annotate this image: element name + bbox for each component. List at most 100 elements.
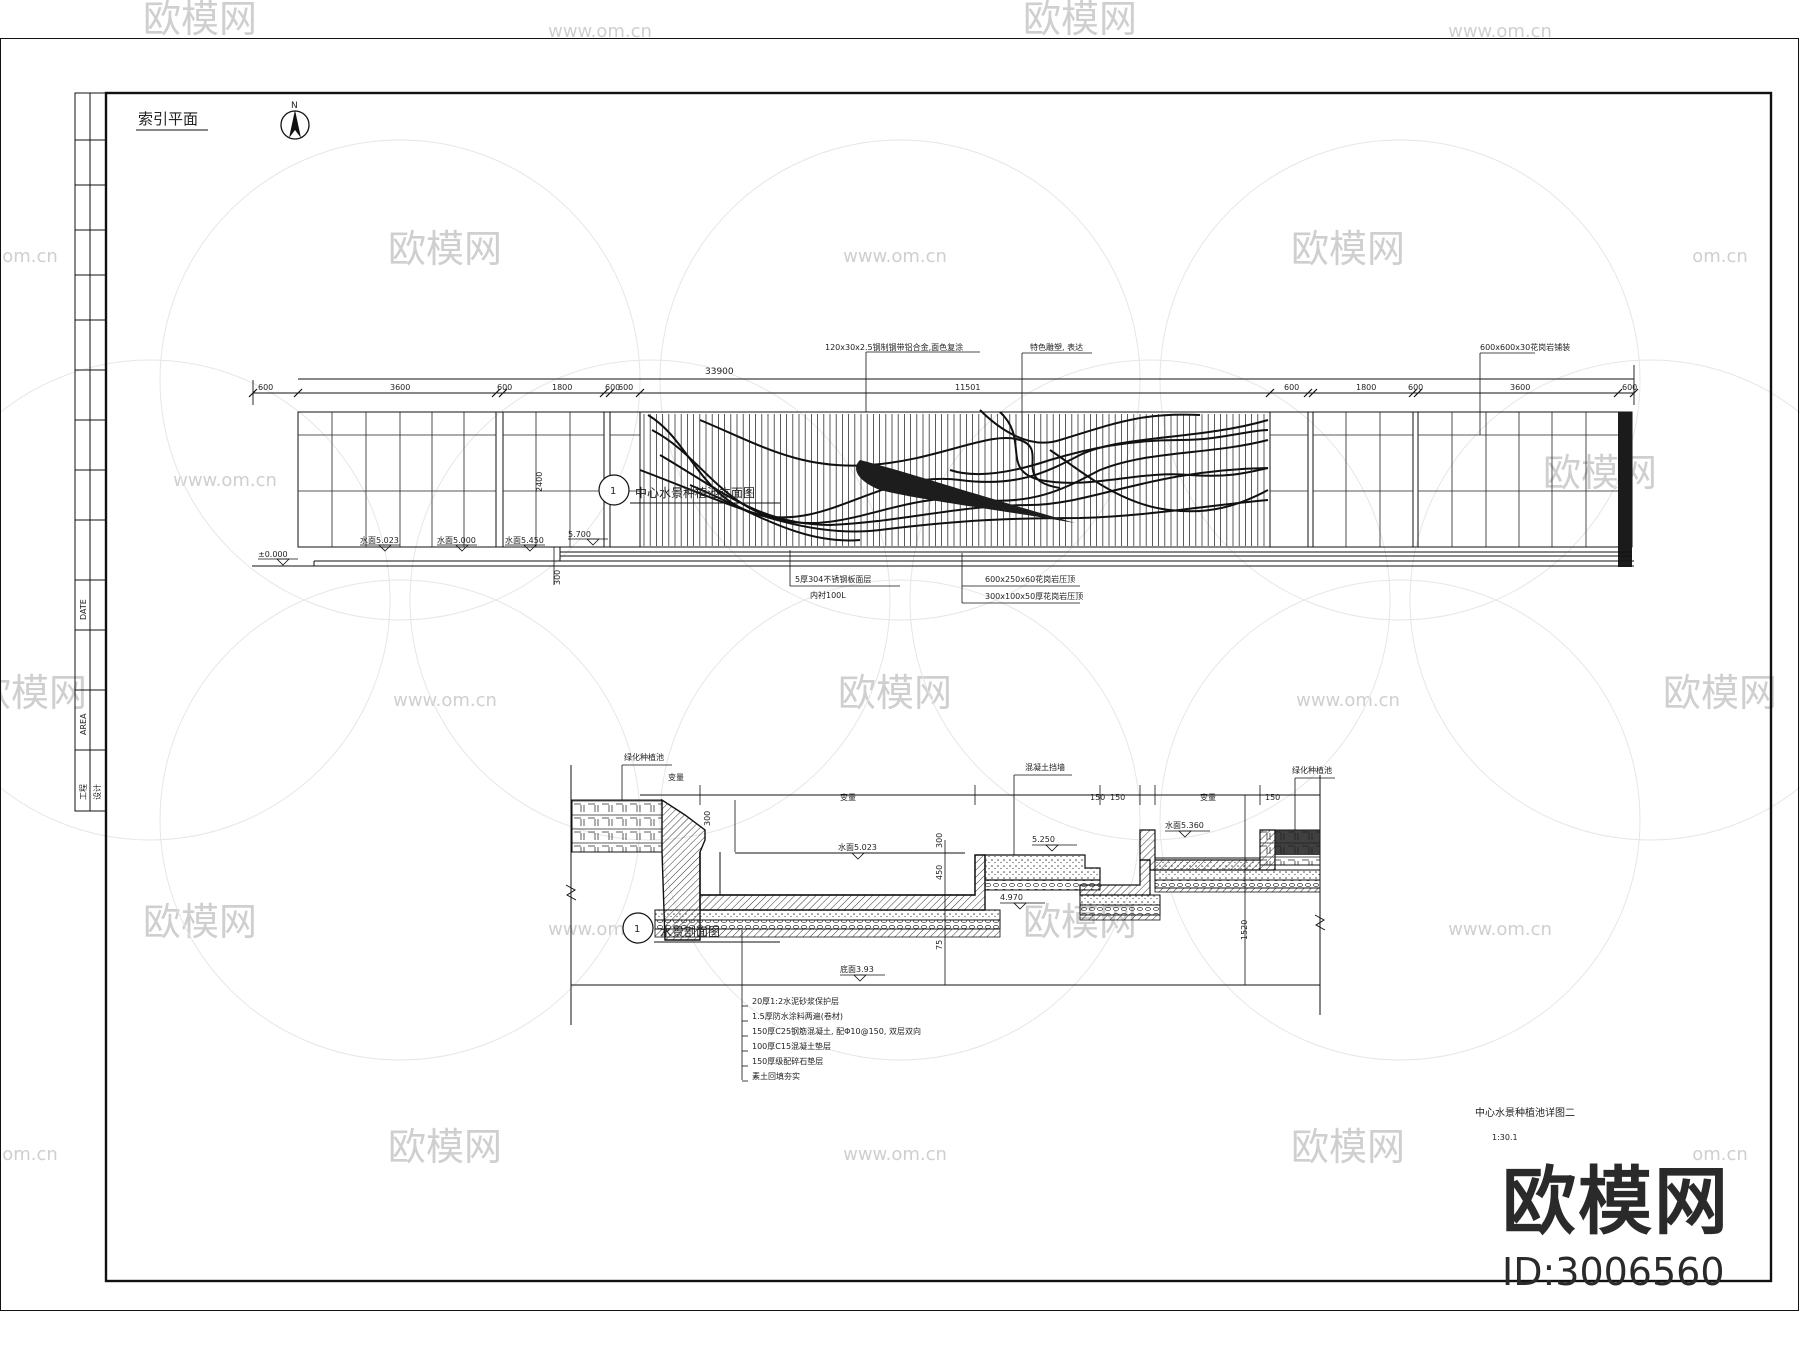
dimension-label: 600: [1408, 383, 1423, 392]
section-callout-title: 水景剖面图: [660, 925, 720, 939]
dimension-label: 600: [1622, 383, 1637, 392]
watermark-brand: 欧模网: [1291, 1125, 1405, 1169]
watermark-url: om.cn: [2, 246, 58, 267]
level-marker: 水面5.023: [360, 535, 400, 552]
section-dim-top: 150: [1265, 793, 1280, 802]
drawing-title: 中心水景种植池详图二: [1475, 1106, 1575, 1119]
section-dim-side: 75: [935, 940, 944, 950]
level-marker: 水面5.000: [437, 535, 477, 552]
watermark-arc: [1159, 139, 1641, 621]
level-marker: 水面5.360: [1165, 820, 1210, 838]
svg-text:水面5.360: 水面5.360: [1165, 820, 1204, 830]
total-dimension: 33900: [705, 367, 734, 377]
svg-text:1: 1: [610, 486, 616, 497]
dimension-label: 600: [605, 383, 620, 392]
small-dimension: 300: [553, 570, 562, 585]
layer-note: 150厚C25钢筋混凝土, 配Φ10@150, 双层双向: [752, 1026, 921, 1036]
dimension-label: 600: [618, 383, 633, 392]
watermark-url: www.om.cn: [1448, 21, 1552, 42]
watermark-brand: 欧模网: [1291, 227, 1405, 271]
watermark-url: www.om.cn: [843, 1144, 947, 1165]
svg-text:±0.000: ±0.000: [258, 550, 288, 559]
section-dim-side: 1520: [1240, 920, 1249, 940]
north-arrow-icon: N: [280, 101, 310, 140]
feature-wall-dark-swoosh: [856, 460, 1075, 523]
watermark-url: om.cn: [1692, 246, 1748, 267]
elevation-callout-title: 中心水景种植池立面图: [635, 485, 755, 500]
watermark-url: www.om.cn: [1296, 690, 1400, 711]
watermark-arc: [659, 579, 1141, 1061]
title-block-label: 工程: [79, 784, 88, 800]
section-dim-top: 变量: [1200, 792, 1216, 802]
watermark-brand: 欧模网: [1023, 0, 1137, 41]
section-note-middle: 混凝土挡墙: [1025, 762, 1065, 772]
level-marker: 水面5.450: [505, 535, 545, 552]
watermark-brand: 欧模网: [838, 671, 952, 715]
title-block-label: DATE: [79, 599, 88, 620]
watermark-arc: [1409, 359, 1800, 841]
watermark-brand: 欧模网: [1543, 451, 1657, 495]
section-dim-top: 变量: [668, 772, 684, 782]
dimension-label: 1800: [552, 383, 572, 392]
middle-step: [984, 854, 1101, 881]
svg-text:4.970: 4.970: [1000, 893, 1023, 902]
section-note-right: 绿化种植池: [1292, 765, 1332, 775]
section-callout: 1 水景剖面图: [622, 912, 780, 944]
brand-watermark: 欧模网 ID:3006560: [1502, 1165, 1730, 1291]
dimension-label: 600: [258, 383, 273, 392]
height-dimension: 2400: [535, 472, 544, 492]
note-bottom-right-2: 300x100x50厚花岗岩压顶: [985, 591, 1083, 601]
dimension-label: 11501: [955, 383, 980, 392]
level-marker: 4.970: [1000, 893, 1045, 910]
elevation-callout: 1 中心水景种植池立面图: [598, 474, 780, 506]
section-dim-top: 150: [1110, 793, 1125, 802]
level-marker: 5.700: [568, 530, 608, 546]
watermark-id: ID:3006560: [1502, 1250, 1725, 1294]
watermark-layer: 欧模网 www.om.cn 欧模网 www.om.cn 欧模网 www.om.cn 欧模网 o…: [0, 0, 1800, 1169]
title-block-label: AREA: [79, 713, 88, 735]
layer-note: 100厚C15混凝土垫层: [752, 1041, 831, 1051]
layer-note: 150厚级配碎石垫层: [752, 1056, 823, 1066]
watermark-brand: 欧模网: [1663, 671, 1777, 715]
pool-slab-hatch: [699, 852, 986, 911]
section-note-left: 绿化种植池: [624, 752, 664, 762]
svg-text:底面3.93: 底面3.93: [840, 964, 874, 974]
watermark-url: www.om.cn: [173, 470, 277, 491]
dimension-label: 600: [1284, 383, 1299, 392]
concrete-layer: [654, 909, 1001, 921]
brand-watermark-text: 欧模网: [1502, 1159, 1730, 1245]
dimension-label: 3600: [1510, 383, 1530, 392]
note-bottom-left-1: 5厚304不锈钢板面层: [795, 574, 871, 584]
level-marker: 水面5.023: [838, 842, 883, 860]
svg-text:水面5.450: 水面5.450: [505, 535, 544, 545]
watermark-brand: 欧模网: [388, 1125, 502, 1169]
watermark-brand: 欧模网: [388, 227, 502, 271]
layer-note: 素土回填夯实: [752, 1071, 800, 1081]
svg-text:水面5.023: 水面5.023: [360, 535, 399, 545]
section-dim-side: 300: [703, 811, 712, 826]
watermark-arc: [1159, 579, 1641, 1061]
watermark-brand: 欧模网: [143, 900, 257, 944]
dimension-label: 1800: [1356, 383, 1376, 392]
title-block-labels: 工程 设计 AREA DATE: [79, 599, 102, 800]
svg-text:水面5.023: 水面5.023: [838, 842, 877, 852]
title-block-label: 设计: [92, 784, 102, 800]
svg-text:水面5.000: 水面5.000: [437, 535, 476, 545]
level-marker: 5.250: [1032, 835, 1077, 852]
section-dim-side: 450: [935, 865, 944, 880]
section-dim-top: 变量: [840, 792, 856, 802]
drawing-scale: 1:30.1: [1492, 1133, 1518, 1142]
end-column: [1618, 412, 1632, 567]
note-top-middle: 特色雕塑, 表达: [1030, 342, 1083, 352]
left-planter-fill: [571, 799, 663, 853]
right-planter-dark: [1275, 830, 1320, 855]
index-plan-label: 索引平面: [138, 110, 198, 128]
section-dim-top: 150: [1090, 793, 1105, 802]
watermark-url: www.om.cn: [1448, 919, 1552, 940]
title-block-strip: [74, 92, 107, 812]
watermark-brand: 欧模网: [0, 671, 87, 715]
dimension-label: 3600: [390, 383, 410, 392]
layer-note: 1.5厚防水涂料两遍(卷材): [752, 1011, 843, 1021]
watermark-arc: [659, 139, 1141, 621]
level-marker: 底面3.93: [840, 964, 885, 982]
